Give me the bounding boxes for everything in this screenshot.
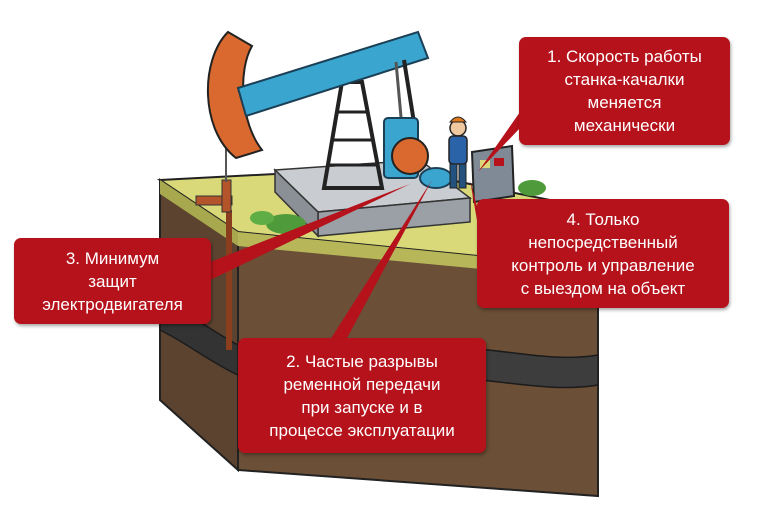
leader-2 <box>330 180 432 340</box>
motor <box>419 167 453 189</box>
worker-figure-icon <box>448 116 468 189</box>
walking-beam <box>236 30 430 118</box>
callout-4: 4. Только непосредственный контроль и уп… <box>477 199 729 308</box>
callout-1: 1. Скорость работы станка-качалки меняет… <box>519 37 730 145</box>
crank-wheel <box>391 137 429 175</box>
well-bore <box>226 210 232 350</box>
leader-3 <box>210 184 410 280</box>
callout-3: 3. Минимум защит электродвигателя <box>14 238 211 324</box>
callout-2: 2. Частые разрывы ременной передачи при … <box>238 338 486 453</box>
platform-side <box>274 168 319 238</box>
grass-edge-side <box>160 180 238 246</box>
pump-jack-illustration <box>206 30 453 190</box>
leader-1 <box>478 112 520 172</box>
counterweight <box>206 30 264 160</box>
callout-leaders <box>210 112 520 340</box>
leader-4 <box>470 180 478 226</box>
